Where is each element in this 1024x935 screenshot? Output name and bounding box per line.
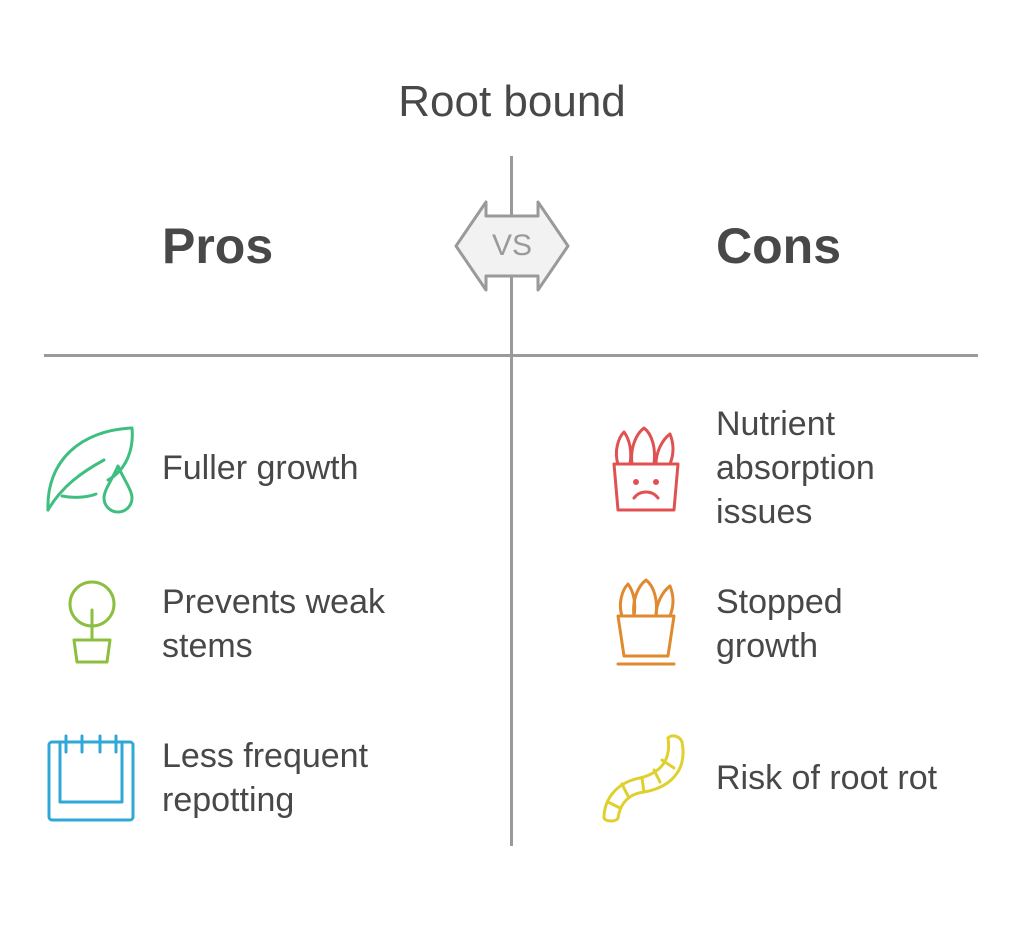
horizontal-divider bbox=[44, 354, 978, 357]
page-title: Root bound bbox=[398, 77, 626, 126]
cons-item-text: Stopped growth bbox=[716, 583, 843, 665]
sad-plant-pot-icon bbox=[612, 426, 680, 512]
cons-item-text: Nutrient absorption issues bbox=[716, 405, 875, 531]
vertical-divider bbox=[510, 156, 513, 846]
worm-icon bbox=[602, 734, 685, 823]
vs-label: VS bbox=[491, 229, 533, 262]
succulent-pot-icon bbox=[616, 578, 676, 666]
potted-tree-icon bbox=[68, 580, 116, 664]
pros-heading: Pros bbox=[162, 218, 274, 274]
cons-heading: Cons bbox=[716, 218, 841, 274]
vs-badge: VS bbox=[452, 198, 572, 294]
cons-item-text: Risk of root rot bbox=[716, 759, 938, 797]
pros-item-text: Fuller growth bbox=[162, 449, 359, 487]
pros-item-text: Less frequent repotting bbox=[162, 737, 369, 819]
leaf-droplet-icon bbox=[46, 426, 134, 514]
double-arrow-icon bbox=[454, 200, 570, 292]
pros-item-text: Prevents weak stems bbox=[162, 583, 385, 665]
calendar-icon bbox=[47, 734, 135, 822]
